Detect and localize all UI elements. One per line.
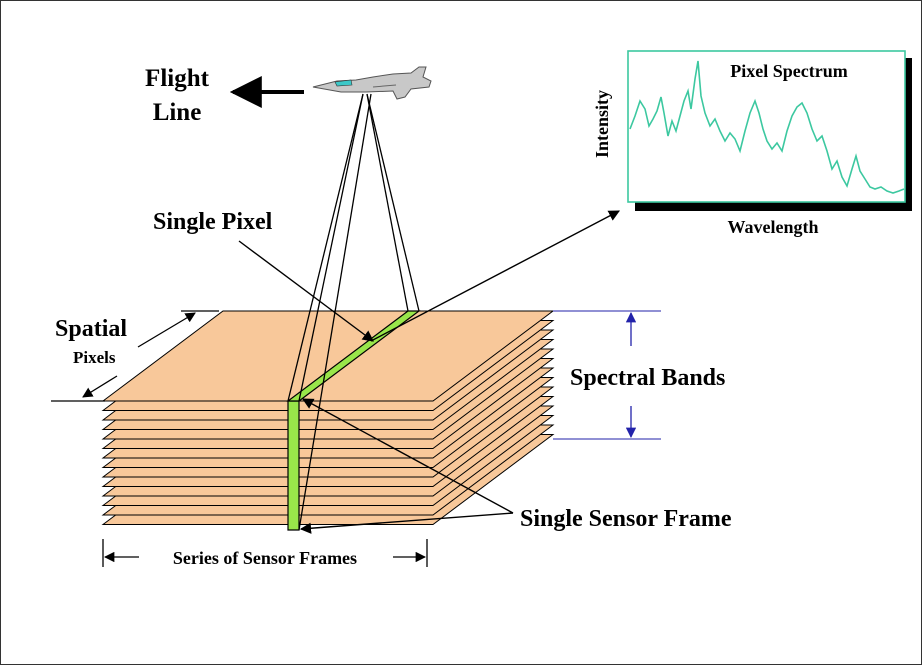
spectrum-pointer-arrow: [370, 210, 620, 342]
single-sensor-frame-column: [287, 400, 300, 531]
spectrum-line: [629, 60, 905, 194]
single-pixel-pointer: [238, 240, 374, 342]
pixel-spectrum-panel: [627, 50, 912, 211]
flight-line-label-1: Flight: [145, 65, 210, 92]
spatial-pixels-dimension: [51, 310, 219, 402]
aircraft-icon: [312, 66, 432, 100]
single-pixel-label: Single Pixel: [153, 209, 273, 235]
spectral-bands-guides: [553, 310, 661, 440]
spectrum-ylabel: Intensity: [592, 90, 612, 158]
series-frames-dimension: [102, 539, 428, 567]
spectral-bands-label: Spectral Bands: [570, 365, 725, 391]
flight-line-label-2: Line: [153, 99, 202, 126]
single-sensor-frame-label: Single Sensor Frame: [520, 506, 732, 532]
pixels-label: Pixels: [73, 348, 116, 367]
series-of-sensor-frames-label: Series of Sensor Frames: [173, 548, 357, 568]
spectrum-title: Pixel Spectrum: [730, 61, 847, 81]
spatial-label: Spatial: [55, 316, 127, 342]
spectrum-xlabel: Wavelength: [727, 217, 818, 237]
single-sensor-frame-pointers: [299, 398, 514, 534]
spectral-band-stack: [101, 310, 555, 525]
